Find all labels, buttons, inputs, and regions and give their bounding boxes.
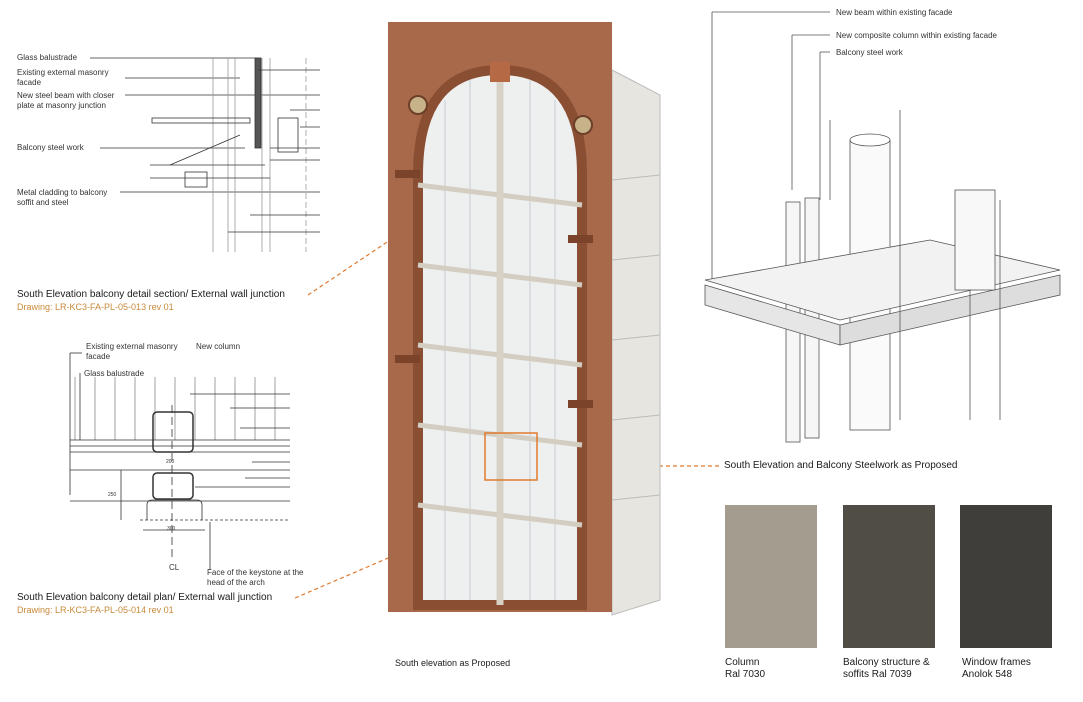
label-glass-balustrade: Glass balustrade [17, 53, 78, 62]
swatch-label-column: Column Ral 7030 [725, 657, 766, 680]
label-plan-existing-facade: Existing external masonry facade [86, 342, 178, 361]
dimension-250: 250 [108, 492, 117, 498]
swatch-window-frames [960, 505, 1052, 648]
label-keystone-face: Face of the keystone at the head of the … [207, 568, 304, 587]
label-new-column: New column [196, 342, 241, 351]
label-new-steel-beam: New steel beam with closer plate at maso… [17, 91, 115, 110]
section-drawing-ref: Drawing: LR-KC3-FA-PL-05-013 rev 01 [17, 302, 174, 312]
label-existing-facade: Existing external masonry facade [17, 68, 109, 87]
label-plan-glass-balustrade: Glass balustrade [84, 369, 145, 378]
swatch-label-balcony: Balcony structure & soffits Ral 7039 [843, 657, 930, 680]
swatch-column [725, 505, 817, 648]
elevation-caption: South elevation as Proposed [395, 658, 511, 668]
label-new-beam: New beam within existing facade [836, 8, 953, 17]
drawing-ref: LR-KC3-FA-PL-05-013 rev 01 [55, 302, 174, 312]
section-detail-drawing [90, 57, 320, 252]
dimension-300: 300 [167, 526, 176, 532]
plan-drawing-ref: Drawing: LR-KC3-FA-PL-05-014 rev 01 [17, 605, 174, 615]
label-3d-balcony-steelwork: Balcony steel work [836, 48, 903, 57]
steelwork-caption: South Elevation and Balcony Steelwork as… [724, 460, 958, 471]
plan-caption: South Elevation balcony detail plan/ Ext… [17, 592, 273, 603]
label-composite-column: New composite column within existing fac… [836, 31, 997, 40]
label-metal-cladding: Metal cladding to balcony soffit and ste… [17, 188, 108, 207]
drawing-prefix: Drawing: [17, 302, 53, 312]
drawing-ref: LR-KC3-FA-PL-05-014 rev 01 [55, 605, 174, 615]
plan-detail-drawing [69, 352, 290, 570]
centerline-mark: CL [169, 563, 180, 572]
section-caption: South Elevation balcony detail section/ … [17, 289, 285, 300]
drawing-prefix: Drawing: [17, 605, 53, 615]
swatch-balcony-structure [843, 505, 935, 648]
swatch-label-window: Window frames Anolok 548 [962, 657, 1031, 680]
dimension-200: 200 [166, 459, 175, 465]
label-balcony-steelwork: Balcony steel work [17, 143, 84, 152]
